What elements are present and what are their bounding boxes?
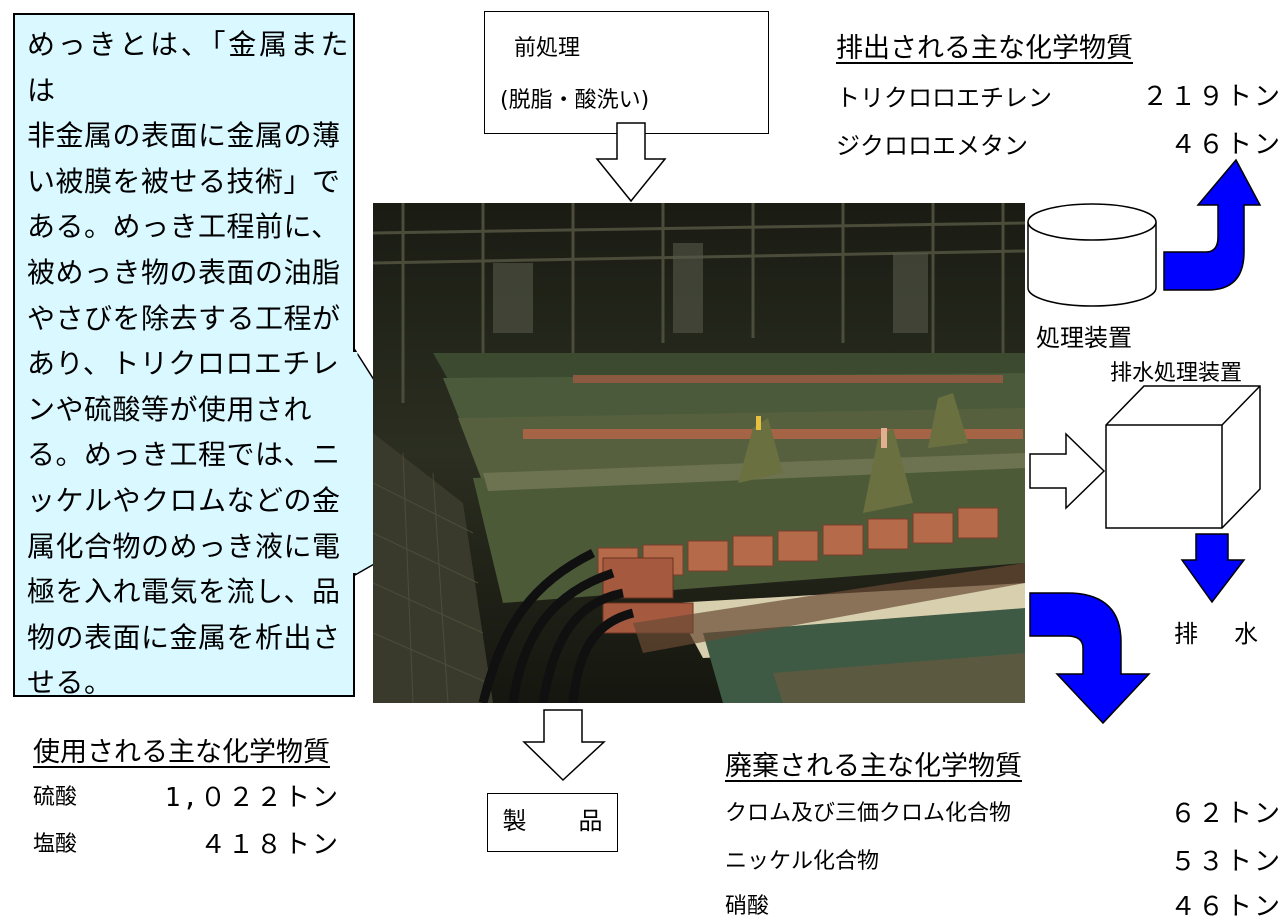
product-box bbox=[487, 793, 618, 852]
waste-flow-arrow-icon bbox=[1029, 592, 1151, 725]
used-name: 塩酸 bbox=[33, 832, 78, 857]
treatment-device-label: 処理装置 bbox=[1036, 324, 1132, 352]
emitted-name: トリクロロエチレン bbox=[836, 84, 1052, 112]
pretreatment-label: 前処理 bbox=[514, 36, 581, 61]
used-amount: ４１８トン bbox=[199, 830, 340, 860]
disposed-name: 硝酸 bbox=[725, 894, 770, 919]
right-arrow-icon bbox=[1029, 432, 1106, 510]
disposed-title: 廃棄される主な化学物質 bbox=[725, 751, 1022, 782]
down-arrow-icon bbox=[522, 709, 606, 782]
disposed-amount: ４６トン bbox=[1169, 892, 1282, 922]
emitted-amount: ４６トン bbox=[1169, 130, 1282, 160]
treatment-device-cylinder-icon bbox=[1027, 203, 1157, 307]
wastewater-device-box-icon bbox=[1105, 385, 1261, 529]
emitted-amount: ２１９トン bbox=[1141, 82, 1282, 112]
drain-label: 排 水 bbox=[1174, 620, 1264, 648]
disposed-amount: ５３トン bbox=[1169, 847, 1282, 877]
down-arrow-icon bbox=[595, 122, 667, 203]
disposed-amount: ６２トン bbox=[1169, 799, 1282, 829]
used-name: 硫酸 bbox=[33, 785, 78, 810]
pretreatment-box bbox=[484, 11, 769, 134]
up-flow-arrow-icon bbox=[1163, 158, 1262, 291]
plating-line-photo bbox=[373, 203, 1025, 703]
used-amount: 1,０２２トン bbox=[164, 783, 340, 813]
emitted-title: 排出される主な化学物質 bbox=[836, 33, 1133, 64]
drain-flow-arrow-icon bbox=[1180, 533, 1246, 604]
used-title: 使用される主な化学物質 bbox=[33, 737, 330, 768]
product-label: 製 品 bbox=[502, 807, 617, 835]
explanation-callout bbox=[13, 13, 355, 697]
disposed-name: ニッケル化合物 bbox=[725, 849, 880, 874]
disposed-name: クロム及び三価クロム化合物 bbox=[725, 801, 1012, 826]
explanation-text: めっきとは、「金属または 非金属の表面に金属の薄 い被膜を被せる技術」で ある。… bbox=[27, 28, 349, 700]
wastewater-device-label: 排水処理装置 bbox=[1110, 361, 1243, 386]
emitted-name: ジクロロエメタン bbox=[836, 132, 1028, 160]
pretreatment-detail: (脱脂・酸洗い) bbox=[500, 88, 650, 113]
